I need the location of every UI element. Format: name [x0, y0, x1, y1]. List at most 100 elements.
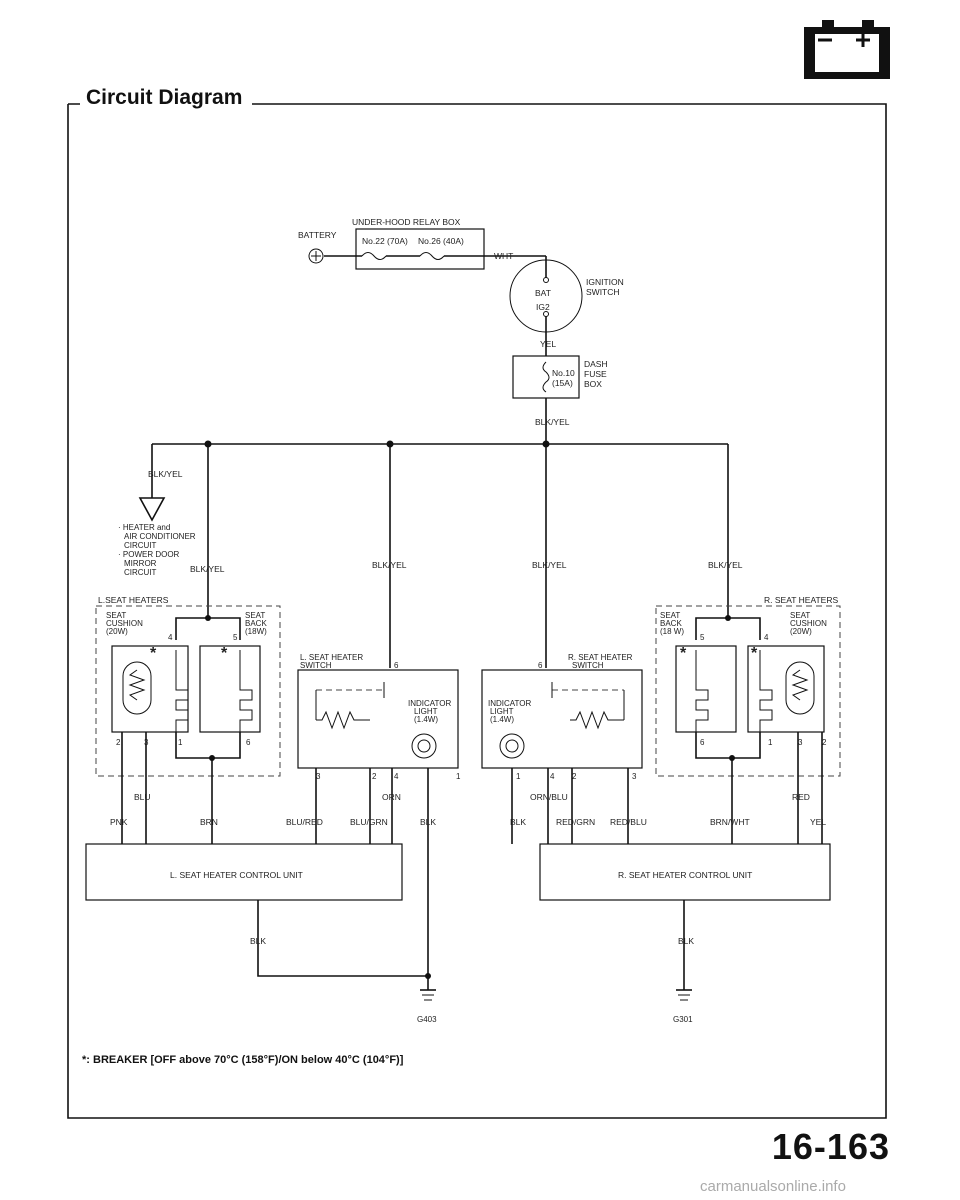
svg-text:1: 1 [768, 738, 773, 747]
battery-icon [804, 20, 890, 79]
svg-text:CUSHION: CUSHION [106, 619, 143, 628]
svg-text:No.26 (40A): No.26 (40A) [418, 236, 464, 246]
svg-text:4: 4 [394, 772, 399, 781]
svg-text:No.22 (70A): No.22 (70A) [362, 236, 408, 246]
svg-text:*: * [150, 645, 157, 662]
r-wiring: ORN/BLU BLK RED/GRN RED/BLU BRN/WHT RED … [510, 732, 826, 844]
svg-text:R. SEAT HEATERS: R. SEAT HEATERS [764, 595, 838, 605]
svg-text:L.SEAT HEATERS: L.SEAT HEATERS [98, 595, 169, 605]
svg-text:(1.4W): (1.4W) [490, 715, 514, 724]
svg-text:IGNITION: IGNITION [586, 277, 624, 287]
svg-text:DASH: DASH [584, 359, 608, 369]
battery-symbol: BATTERY [298, 230, 337, 264]
svg-text:(18 W): (18 W) [660, 627, 684, 636]
svg-text:5: 5 [700, 633, 705, 642]
svg-text:R. SEAT HEATER: R. SEAT HEATER [568, 653, 633, 662]
svg-text:(18W): (18W) [245, 627, 267, 636]
svg-text:RED: RED [792, 792, 810, 802]
dash-fuse-box: No.10 (15A) DASH FUSE BOX [512, 355, 608, 399]
wire-wht: WHT [494, 251, 513, 261]
svg-text:L. SEAT HEATER CONTROL UNIT: L. SEAT HEATER CONTROL UNIT [170, 870, 303, 880]
svg-text:LIGHT: LIGHT [414, 707, 438, 716]
wire-blk-yel-r: BLK/YEL [708, 560, 743, 570]
svg-text:BRN: BRN [200, 817, 218, 827]
svg-text:SEAT: SEAT [660, 611, 680, 620]
svg-text:BLK: BLK [250, 936, 266, 946]
svg-text:*: * [680, 645, 687, 662]
svg-text:BLK: BLK [678, 936, 694, 946]
l-seat-heaters: L.SEAT HEATERS SEAT CUSHION (20W) SEAT B… [95, 595, 281, 777]
svg-text:ORN/BLU: ORN/BLU [530, 792, 568, 802]
svg-text:1: 1 [178, 738, 183, 747]
svg-text:2: 2 [572, 772, 577, 781]
r-seat-heater-switch: R. SEAT HEATER SWITCH 6 INDICATOR LIGHT … [481, 653, 643, 781]
svg-text:BLU/GRN: BLU/GRN [350, 817, 388, 827]
svg-text:3: 3 [798, 738, 803, 747]
svg-text:UNDER-HOOD RELAY BOX: UNDER-HOOD RELAY BOX [352, 217, 461, 227]
svg-text:4: 4 [550, 772, 555, 781]
svg-text:SEAT: SEAT [790, 611, 810, 620]
svg-text:IG2: IG2 [536, 302, 550, 312]
frame [67, 103, 887, 1119]
svg-text:ORN: ORN [382, 792, 401, 802]
ground-g301: BLK G301 [673, 900, 694, 1024]
svg-text:2: 2 [116, 738, 121, 747]
relay-box: UNDER-HOOD RELAY BOX No.22 (70A) No.26 (… [324, 217, 546, 270]
svg-text:SWITCH: SWITCH [586, 287, 620, 297]
svg-text:INDICATOR: INDICATOR [408, 699, 451, 708]
l-control-unit: L. SEAT HEATER CONTROL UNIT [85, 843, 403, 901]
svg-text:PNK: PNK [110, 817, 128, 827]
svg-text:CIRCUIT: CIRCUIT [124, 541, 157, 550]
page-number: 16-163 [771, 1126, 890, 1167]
l-seat-heater-switch: L. SEAT HEATER SWITCH 6 INDICATOR LIGHT … [297, 653, 461, 781]
r-control-unit: R. SEAT HEATER CONTROL UNIT [539, 843, 831, 901]
ground-g403: BLK G403 [250, 900, 437, 1024]
svg-text:6: 6 [246, 738, 251, 747]
svg-text:BAT: BAT [535, 288, 551, 298]
svg-text:FUSE: FUSE [584, 369, 607, 379]
svg-text:CIRCUIT: CIRCUIT [124, 568, 157, 577]
svg-text:BOX: BOX [584, 379, 602, 389]
ignition-switch: BAT IG2 IGNITION SWITCH [509, 256, 624, 333]
svg-text:· POWER DOOR: · POWER DOOR [118, 550, 180, 559]
svg-text:BLK: BLK [510, 817, 526, 827]
svg-text:5: 5 [233, 633, 238, 642]
svg-text:*: * [751, 645, 758, 662]
svg-text:R. SEAT HEATER CONTROL UNIT: R. SEAT HEATER CONTROL UNIT [618, 870, 752, 880]
r-seat-heaters: R. SEAT HEATERS SEAT BACK (18 W) SEAT CU… [655, 595, 841, 777]
circuit-note: · HEATER and AIR CONDITIONER CIRCUIT · P… [118, 523, 196, 577]
page-title: Circuit Diagram [86, 86, 253, 110]
svg-text:G403: G403 [417, 1015, 437, 1024]
svg-text:SWITCH: SWITCH [300, 661, 332, 670]
watermark: carmanualsonline.info [700, 1178, 846, 1195]
svg-text:AIR CONDITIONER: AIR CONDITIONER [124, 532, 196, 541]
svg-text:1: 1 [456, 772, 461, 781]
svg-text:(15A): (15A) [552, 378, 573, 388]
footnote: *: BREAKER [OFF above 70°C (158°F)/ON be… [82, 1054, 404, 1066]
svg-text:L. SEAT HEATER: L. SEAT HEATER [300, 653, 363, 662]
svg-text:3: 3 [316, 772, 321, 781]
wire-blk-yel-lsw: BLK/YEL [372, 560, 407, 570]
svg-text:6: 6 [394, 661, 399, 670]
svg-text:SEAT: SEAT [245, 611, 265, 620]
svg-text:RED/BLU: RED/BLU [610, 817, 647, 827]
svg-text:BATTERY: BATTERY [298, 230, 337, 240]
svg-text:BACK: BACK [660, 619, 682, 628]
svg-text:4: 4 [168, 633, 173, 642]
svg-text:6: 6 [700, 738, 705, 747]
svg-text:BACK: BACK [245, 619, 267, 628]
svg-text:INDICATOR: INDICATOR [488, 699, 531, 708]
l-wiring: BLU PNK BRN BLU/RED BLU/GRN ORN BLK [110, 732, 436, 990]
svg-text:BLK: BLK [420, 817, 436, 827]
connector-arrow [138, 497, 166, 522]
wire-blk-yel-l: BLK/YEL [190, 564, 225, 574]
svg-text:· HEATER and: · HEATER and [118, 523, 170, 532]
svg-text:YEL: YEL [810, 817, 826, 827]
svg-text:G301: G301 [673, 1015, 693, 1024]
svg-text:CUSHION: CUSHION [790, 619, 827, 628]
wire-blk-yel-branch: BLK/YEL [148, 469, 183, 479]
svg-text:BRN/WHT: BRN/WHT [710, 817, 750, 827]
svg-text:*: * [221, 645, 228, 662]
svg-text:SWITCH: SWITCH [572, 661, 604, 670]
